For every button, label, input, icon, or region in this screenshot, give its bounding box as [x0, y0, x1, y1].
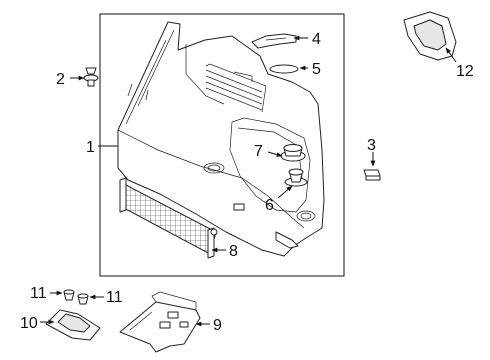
floor-plate	[119, 291, 201, 353]
callout-3: 3	[367, 137, 376, 154]
callout-7: 7	[254, 143, 263, 160]
leader-lines	[40, 35, 457, 327]
callout-8: 8	[229, 243, 238, 260]
callout-11-left: 11	[30, 285, 47, 302]
mounting-bracket	[45, 309, 101, 341]
plug-fastener	[284, 168, 308, 187]
grab-handle-trim	[403, 11, 457, 61]
quarter-trim-panel	[117, 21, 325, 257]
callout-9: 9	[213, 317, 222, 334]
callout-11-right: 11	[106, 289, 123, 306]
callout-10: 10	[20, 315, 38, 332]
nut-left	[63, 289, 75, 301]
grommet	[269, 64, 299, 74]
callout-2: 2	[56, 71, 65, 88]
callout-1: 1	[86, 139, 95, 156]
callout-5: 5	[312, 61, 321, 78]
cup-holder-insert	[280, 144, 306, 162]
cargo-net	[119, 177, 218, 259]
push-clip	[83, 67, 99, 87]
callout-6: 6	[265, 197, 274, 214]
assembly-frame	[99, 13, 345, 277]
callout-12: 12	[456, 63, 474, 80]
tie-down-hook	[251, 33, 297, 49]
retainer-clip	[363, 169, 381, 181]
nut-right	[77, 293, 89, 305]
callout-4: 4	[312, 31, 321, 48]
